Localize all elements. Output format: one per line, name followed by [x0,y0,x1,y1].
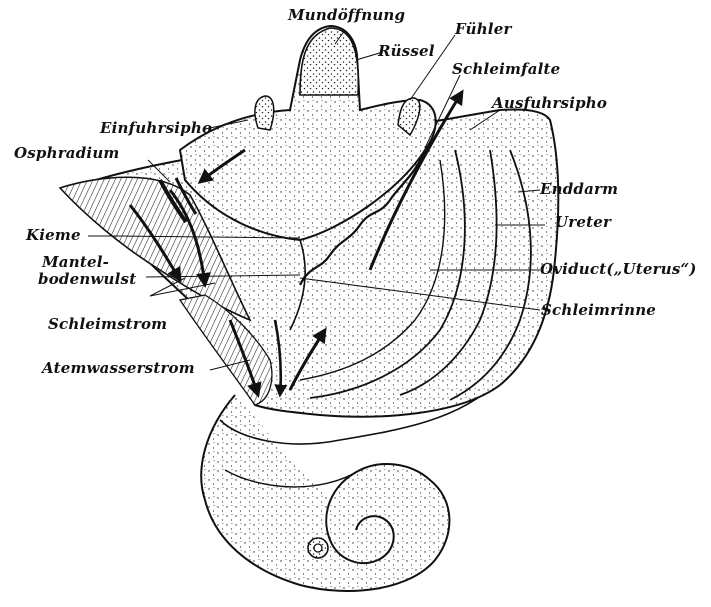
label-osphradium: Osphradium [14,146,120,161]
label-einfuhrsipho: Einfuhrsipho [100,121,212,136]
shell-outline [201,395,449,591]
label-kieme: Kieme [26,228,81,243]
tentacle-left [255,96,274,130]
label-atemwasserstrom: Atemwasserstrom [42,361,195,376]
label-ausfuhrsipho: Ausfuhrsipho [492,96,607,111]
label-schleimrinne: Schleimrinne [541,303,656,318]
label-enddarm: Enddarm [540,182,618,197]
label-oviduct: Oviduct(„Uterus“) [540,262,697,277]
label-fuehler: Fühler [455,22,512,37]
label-mantelbodenwulst-2: bodenwulst [38,272,136,287]
label-ruessel: Rüssel [378,44,435,59]
label-mundoeffnung: Mundöffnung [288,8,405,23]
label-mantelbodenwulst-1: Mantel- [42,255,109,270]
label-schleimfalte: Schleimfalte [452,62,560,77]
label-schleimstrom: Schleimstrom [48,317,167,332]
shell-apex-inner [314,544,322,552]
label-ureter: Ureter [555,215,611,230]
